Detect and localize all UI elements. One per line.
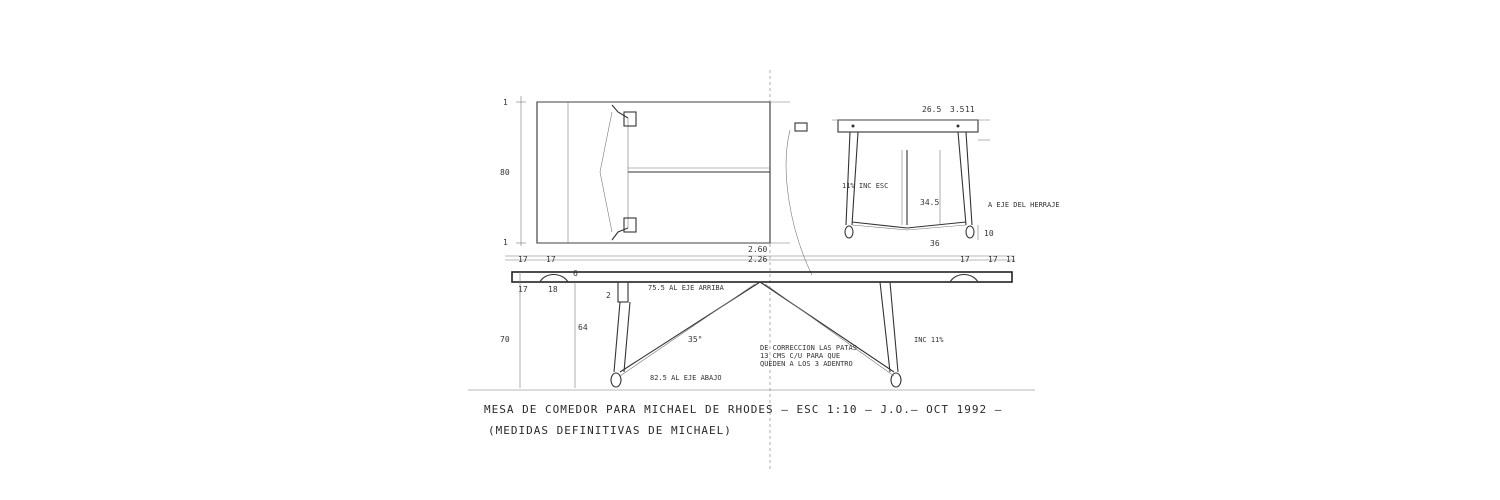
plan-dim-width: 80 xyxy=(500,168,510,177)
side-table-top xyxy=(511,271,1013,283)
title-line-2: (MEDIDAS DEFINITIVAS DE MICHAEL) xyxy=(488,424,732,437)
side-label-inc: INC 11% xyxy=(914,336,944,344)
end-dim-height: 34.5 xyxy=(920,198,939,207)
side-dim-2: 2 xyxy=(606,291,611,300)
side-note-line-2: 13 CMS C/U PARA QUE xyxy=(760,352,840,360)
side-dim-leg-height: 64 xyxy=(578,323,588,332)
side-dim-angle: 35° xyxy=(688,335,702,344)
end-dim-top-right-a: 3.5 xyxy=(950,105,965,114)
end-view: 26.5 3.5 11 11% INC ESC 34.5 A EJE DEL H… xyxy=(785,105,1060,276)
end-dim-foot-width: 36 xyxy=(930,239,940,248)
side-dim-left-17c: 17 xyxy=(518,285,528,294)
end-label-incline: 11% INC ESC xyxy=(842,182,888,190)
side-dim-length-bottom: 2.26 xyxy=(748,255,767,264)
end-label-axis: A EJE DEL HERRAJE xyxy=(988,201,1060,209)
title-block: MESA DE COMEDOR PARA MICHAEL DE RHODES —… xyxy=(484,403,1002,437)
side-dim-length-top: 2.60 xyxy=(748,245,767,254)
end-dim-top-width: 26.5 xyxy=(922,105,941,114)
side-dim-left-17b: 17 xyxy=(546,255,556,264)
side-label-upper-axis: 75.5 AL EJE ARRIBA xyxy=(648,284,725,292)
title-line-1: MESA DE COMEDOR PARA MICHAEL DE RHODES —… xyxy=(484,403,1002,416)
side-note-line-1: DE CORRECCION LAS PATAS xyxy=(760,344,857,352)
plan-dim-top: 1 xyxy=(503,98,508,107)
side-note-line-3: QUEDEN A LOS 3 ADENTRO xyxy=(760,360,853,368)
side-dim-right-11: 11 xyxy=(1006,255,1016,264)
side-dim-left-17a: 17 xyxy=(518,255,528,264)
side-dim-right-17b: 17 xyxy=(988,255,998,264)
side-label-lower-axis: 82.5 AL EJE ABAJO xyxy=(650,374,722,382)
side-view: 2.60 2.26 17 17 17 17 11 6 17 18 2 75.5 … xyxy=(468,245,1035,391)
side-dim-right-17a: 17 xyxy=(960,255,970,264)
side-dim-18: 18 xyxy=(548,285,558,294)
end-dim-top-right-b: 11 xyxy=(965,105,975,114)
side-dim-total-height: 70 xyxy=(500,335,510,344)
plan-dim-bottom: 1 xyxy=(503,238,508,247)
end-dim-foot-height: 10 xyxy=(984,229,994,238)
plan-view: 1 80 1 xyxy=(500,96,790,247)
side-dim-6: 6 xyxy=(573,269,578,278)
